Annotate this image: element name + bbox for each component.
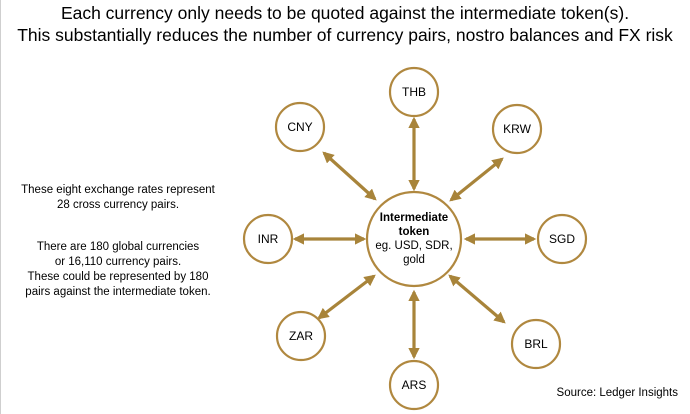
currency-label: THB <box>402 85 426 99</box>
center-sub-line: gold <box>403 254 425 266</box>
page-title: Each currency only needs to be quoted ag… <box>0 2 690 46</box>
currency-node-brl: BRL <box>510 318 562 370</box>
note-line: These could be represented by 180 <box>27 271 209 283</box>
currency-node-krw: KRW <box>491 103 543 155</box>
currency-node-inr: INR <box>242 213 294 265</box>
note-line: or 16,110 currency pairs. <box>54 256 182 268</box>
note-line: There are 180 global currencies <box>36 241 200 253</box>
currency-label: ARS <box>402 378 427 392</box>
arrow-zar <box>317 274 376 320</box>
exchange-rates-note: These eight exchange rates represent 28 … <box>8 183 228 213</box>
left-border <box>0 0 1 414</box>
currency-node-zar: ZAR <box>275 310 327 362</box>
arrow-krw <box>449 157 504 202</box>
note-line: These eight exchange rates represent <box>21 184 215 196</box>
currency-node-thb: THB <box>388 66 440 118</box>
currency-label: SGD <box>549 232 575 246</box>
arrow-cny <box>322 151 377 201</box>
currency-node-ars: ARS <box>388 359 440 411</box>
currency-label: ZAR <box>289 329 313 343</box>
note-line: 28 cross currency pairs. <box>56 199 180 211</box>
currency-node-cny: CNY <box>274 101 326 153</box>
title-line-1: Each currency only needs to be quoted ag… <box>60 3 630 23</box>
currency-label: KRW <box>503 122 531 136</box>
global-currencies-note: There are 180 global currencies or 16,11… <box>8 240 228 300</box>
title-line-2: This substantially reduces the number of… <box>17 25 673 45</box>
intermediate-token-node: Intermediate token eg. USD, SDR, gold <box>365 190 463 288</box>
center-sub-line: eg. USD, SDR, <box>375 240 452 252</box>
note-line: pairs against the intermediate token. <box>25 286 211 298</box>
arrow-brl <box>448 274 506 324</box>
center-title-line: token <box>399 226 430 238</box>
currency-label: INR <box>258 232 279 246</box>
currency-label: BRL <box>524 337 548 351</box>
currency-node-sgd: SGD <box>536 213 588 265</box>
center-title-line: Intermediate <box>380 212 448 224</box>
source-caption: Source: Ledger Insights <box>556 387 678 399</box>
currency-label: CNY <box>287 120 312 134</box>
